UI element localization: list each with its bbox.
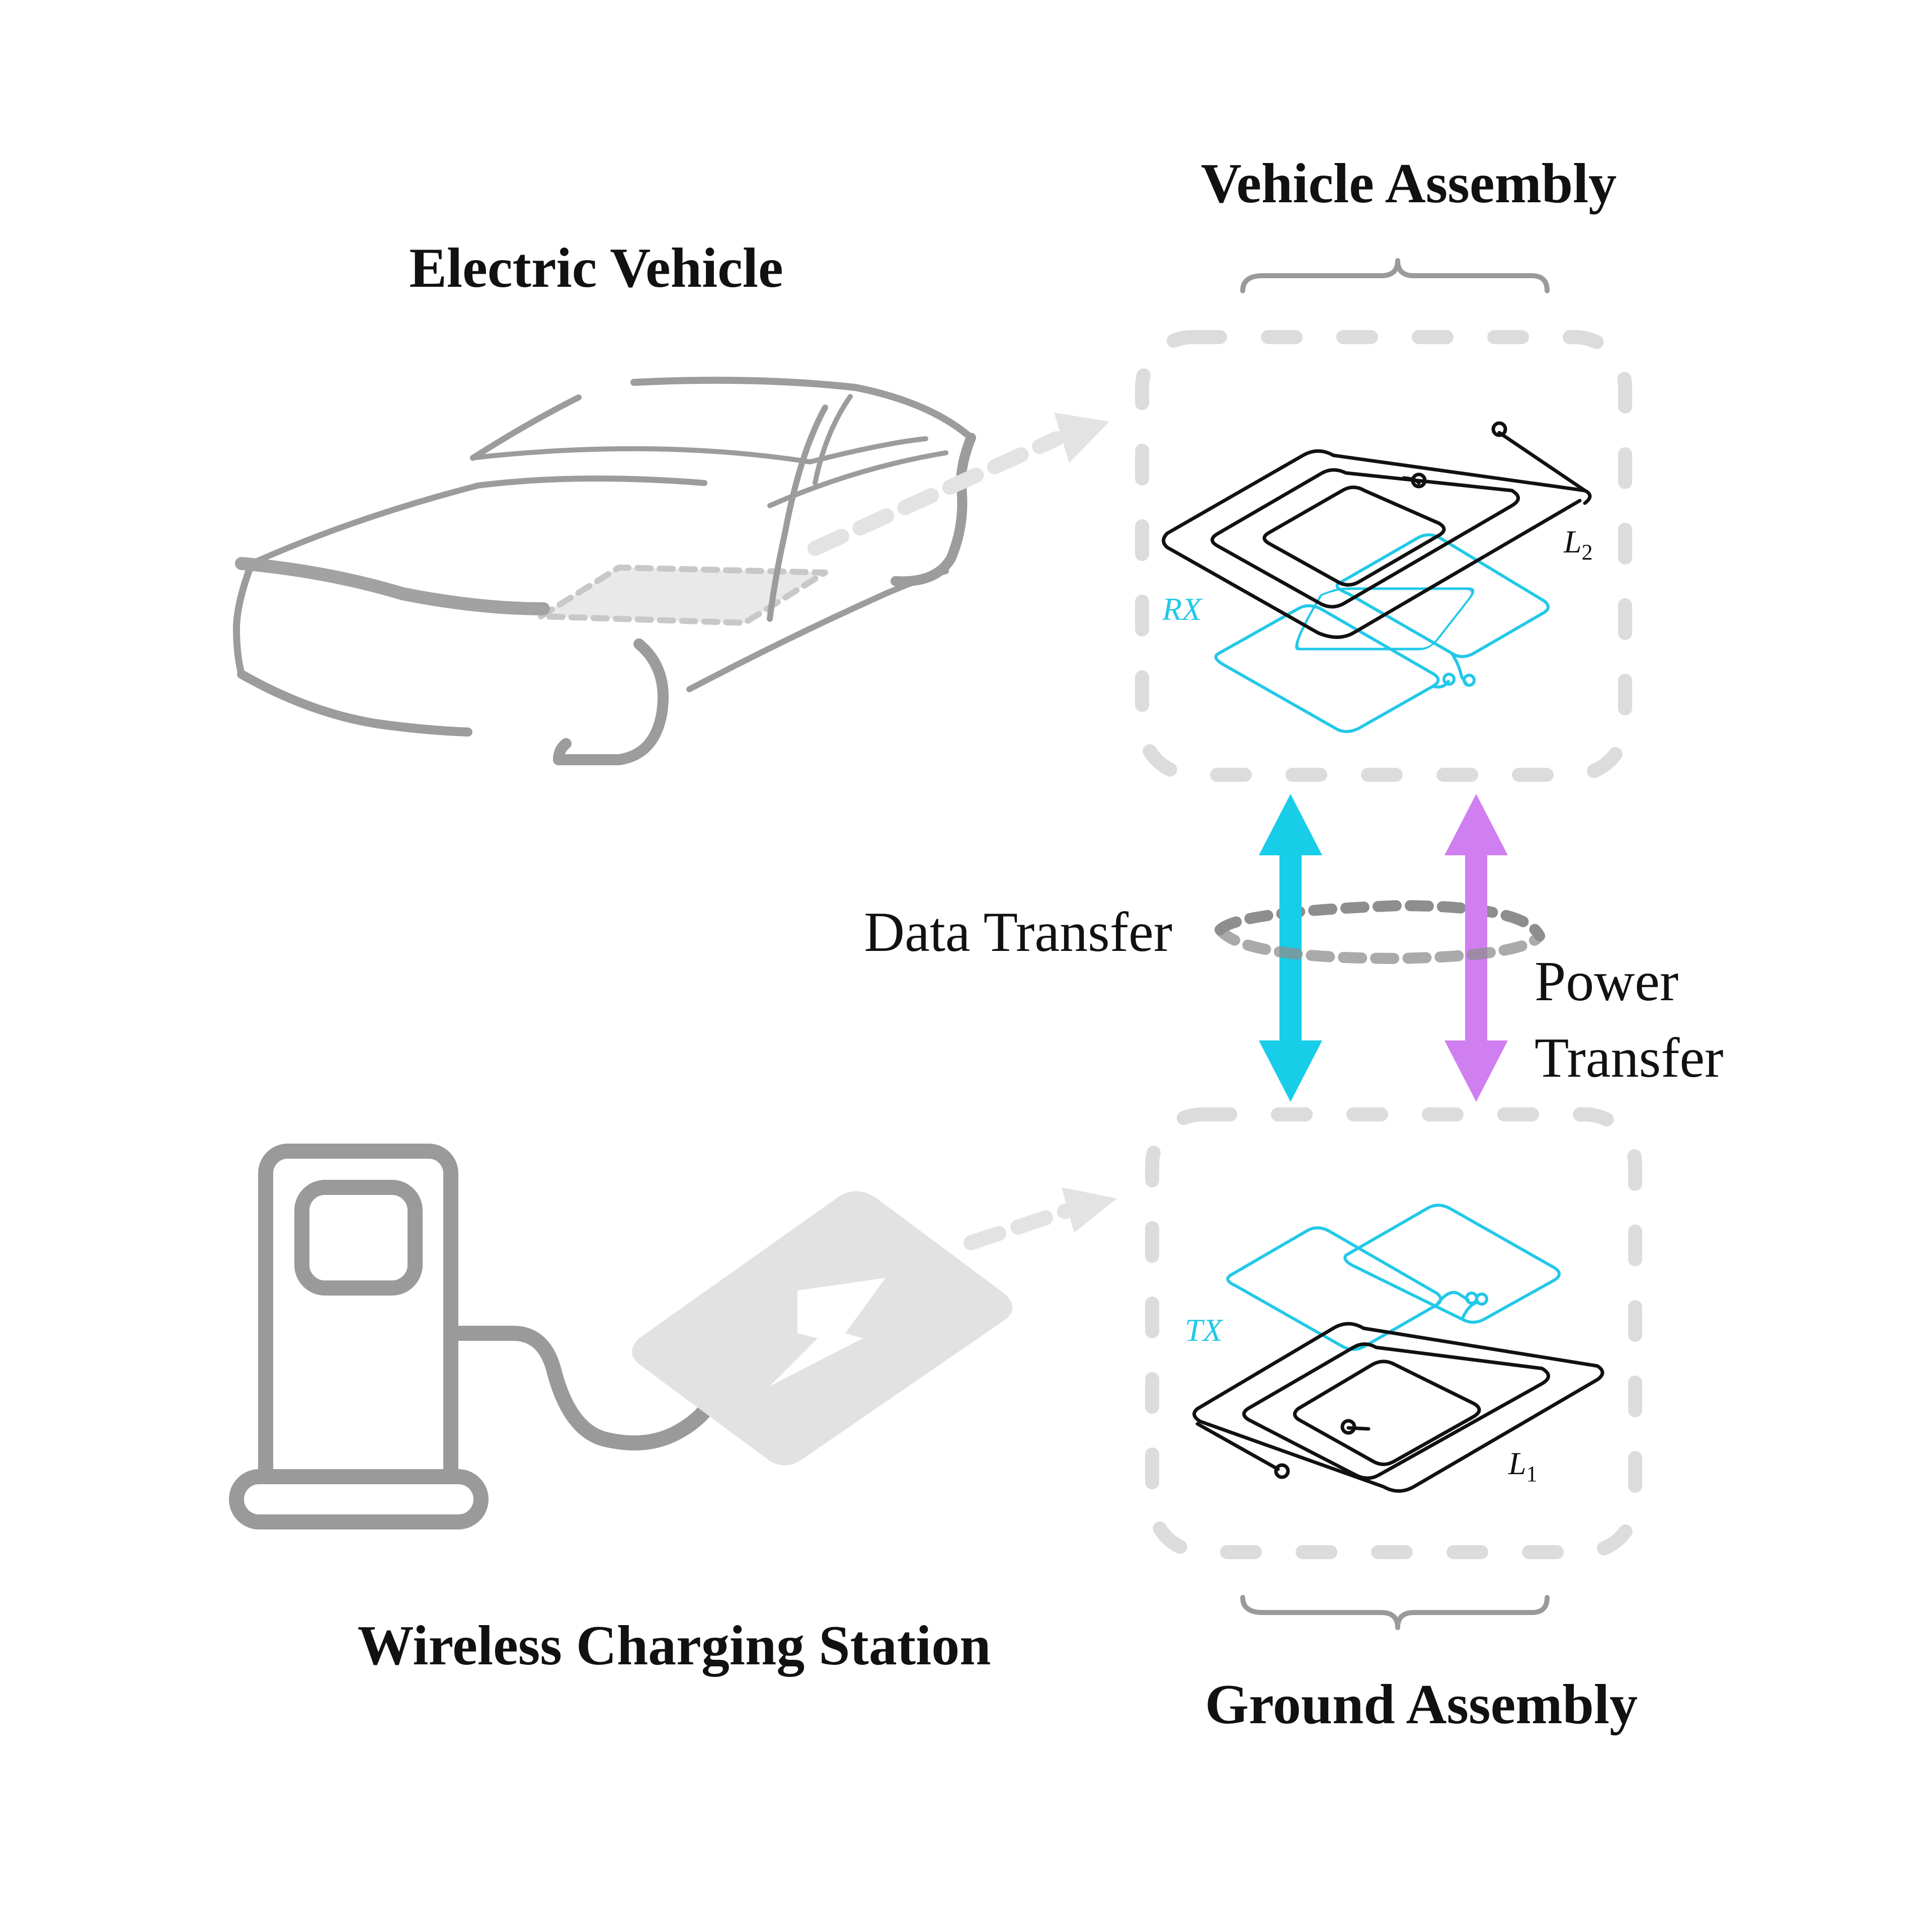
field-ring-front [1215,924,1545,964]
ground-assembly-title: Ground Assembly [1205,1673,1638,1736]
rx-coil-outlines [1214,533,1550,733]
wireless-charging-station-title: Wireless Charging Station [357,1615,991,1677]
data-transfer-label: Data Transfer [864,901,1172,963]
charging-pump-icon [229,1144,719,1530]
l2-power-coil [1162,421,1592,639]
l1-label: L1 [1508,1445,1538,1486]
vehicle-assembly-box [1135,330,1632,782]
power-transfer-label-line2: Transfer [1535,1027,1723,1089]
rx-coil-pair [1295,587,1475,651]
tx-label: TX [1185,1312,1224,1348]
rx-label: RX [1162,591,1203,627]
l1-power-coil [1192,1322,1604,1493]
power-transfer-arrow [1444,794,1508,1102]
pad-to-ground-assembly-arrow [963,1187,1117,1250]
tx-coil-outlines [1226,1203,1561,1351]
car-sketch [233,376,976,765]
lightning-bolt-icon [770,1278,886,1386]
ground-assembly-brace [1240,1595,1550,1630]
ground-assembly-box [1145,1107,1642,1559]
vehicle-assembly-title: Vehicle Assembly [1201,152,1617,215]
vehicle-pad-shadow [538,565,828,626]
l2-label: L2 [1563,524,1593,565]
car-to-vehicle-assembly-arrow [808,413,1109,556]
power-transfer-label-line1: Power [1535,950,1678,1013]
vehicle-assembly-brace [1240,258,1550,293]
electric-vehicle-title: Electric Vehicle [409,237,783,299]
field-ring-back [1215,900,1545,941]
charging-pad-icon [632,1191,1013,1466]
